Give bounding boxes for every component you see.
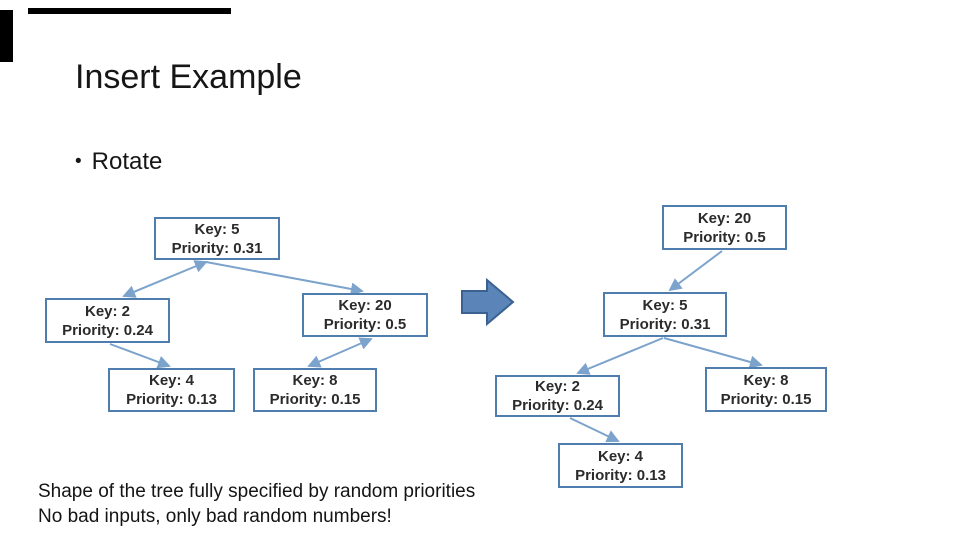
node-priority-label: Priority: 0.15 (269, 391, 361, 408)
footer-line-2: No bad inputs, only bad random numbers! (38, 506, 392, 527)
bullet-label: Rotate (91, 148, 163, 175)
node-priority-label: Priority: 0.13 (575, 466, 666, 484)
node-priority-label: Priority: 0.13 (126, 391, 217, 408)
tree-node-after-left: Key: 2 Priority: 0.24 (495, 375, 620, 417)
node-key-label: Key: 20 (338, 297, 392, 314)
node-priority-label: Priority: 0.31 (171, 239, 263, 257)
edge-after-left-leftmost (569, 417, 620, 443)
node-key-label: Key: 8 (292, 372, 338, 389)
edge-before-left-leftchild (109, 343, 171, 369)
node-priority-label: Priority: 0.5 (683, 228, 766, 246)
tree-node-after-root: Key: 20 Priority: 0.5 (662, 205, 787, 250)
edge-after-child-right (663, 337, 763, 369)
tree-node-before-right: Key: 20 Priority: 0.5 (302, 293, 428, 337)
bullet-item-rotate: • Rotate (75, 148, 162, 176)
scan-artifact-horizontal-bar (28, 8, 231, 14)
edge-before-root-left (122, 260, 208, 298)
edge-before-right-rightchild (307, 337, 373, 368)
node-key-label: Key: 4 (597, 447, 644, 465)
edge-after-child-left (576, 337, 664, 375)
tree-node-after-right: Key: 8 Priority: 0.15 (705, 367, 827, 412)
node-key-label: Key: 2 (534, 378, 581, 395)
tree-node-after-leftmost-child: Key: 4 Priority: 0.13 (558, 443, 683, 488)
edge-after-root-child (668, 250, 723, 292)
scan-artifact-vertical-bar (0, 10, 13, 62)
node-key-label: Key: 5 (642, 296, 688, 314)
node-priority-label: Priority: 0.5 (323, 316, 407, 333)
tree-node-before-left-child: Key: 4 Priority: 0.13 (108, 368, 235, 412)
node-key-label: Key: 5 (194, 220, 240, 238)
node-priority-label: Priority: 0.31 (619, 315, 711, 333)
node-key-label: Key: 2 (84, 302, 131, 320)
node-key-label: Key: 4 (148, 372, 195, 389)
tree-node-after-child: Key: 5 Priority: 0.31 (603, 292, 727, 337)
edge-before-root-right (205, 261, 364, 296)
tree-node-before-root: Key: 5 Priority: 0.31 (154, 217, 280, 260)
footer-line-1: Shape of the tree fully specified by ran… (38, 481, 476, 502)
node-priority-label: Priority: 0.15 (720, 390, 812, 408)
bullet-icon: • (75, 151, 82, 172)
node-key-label: Key: 20 (697, 209, 752, 227)
footer-text: Shape of the tree fully specified by ran… (38, 479, 475, 529)
node-priority-label: Priority: 0.24 (62, 321, 153, 339)
tree-node-before-left: Key: 2 Priority: 0.24 (45, 298, 170, 343)
node-key-label: Key: 8 (743, 371, 789, 389)
node-priority-label: Priority: 0.24 (512, 397, 603, 414)
tree-node-before-right-child: Key: 8 Priority: 0.15 (253, 368, 377, 412)
page-title: Insert Example (75, 58, 302, 96)
right-arrow-icon (461, 277, 515, 327)
